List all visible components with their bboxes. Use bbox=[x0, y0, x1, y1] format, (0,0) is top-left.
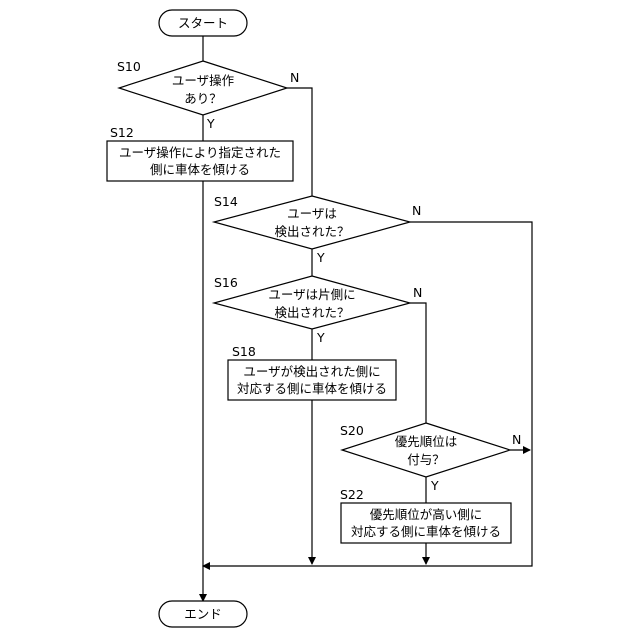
step-id-s12: S12 bbox=[110, 125, 134, 140]
start-label: スタート bbox=[178, 16, 228, 31]
end-terminal: エンド bbox=[159, 601, 247, 627]
end-label: エンド bbox=[184, 607, 222, 622]
branch-yes-s10: Y bbox=[206, 116, 215, 131]
decision-s20-line2: 付与？ bbox=[407, 452, 445, 467]
branch-yes-s20: Y bbox=[430, 478, 439, 493]
branch-no-s16: N bbox=[413, 285, 422, 300]
process-s18-line1: ユーザが検出された側に bbox=[243, 364, 380, 379]
process-s12-line1: ユーザ操作により指定された bbox=[119, 145, 281, 160]
start-terminal: スタート bbox=[159, 10, 247, 36]
decision-s14-line2: 検出された？ bbox=[274, 224, 349, 239]
decision-s10-line2: あり？ bbox=[184, 91, 222, 106]
decision-s16-line1: ユーザは片側に bbox=[268, 287, 355, 302]
decision-s20-line1: 優先順位は bbox=[395, 434, 458, 449]
branch-yes-s14: Y bbox=[316, 250, 325, 265]
decision-s14: S14 ユーザは 検出された？ N Y bbox=[214, 194, 421, 265]
process-s12-line2: 側に車体を傾ける bbox=[150, 162, 250, 177]
step-id-s14: S14 bbox=[214, 194, 238, 209]
decision-s10: S10 ユーザ操作 あり？ N Y bbox=[117, 59, 299, 131]
step-id-s18: S18 bbox=[232, 344, 256, 359]
process-s22-line2: 対応する側に車体を傾ける bbox=[351, 524, 501, 539]
step-id-s22: S22 bbox=[340, 487, 364, 502]
decision-s16: S16 ユーザは片側に 検出された？ N Y bbox=[214, 275, 422, 345]
decision-s10-line1: ユーザ操作 bbox=[172, 73, 235, 88]
step-id-s20: S20 bbox=[340, 423, 364, 438]
step-id-s10: S10 bbox=[117, 59, 141, 74]
branch-no-s20: N bbox=[512, 432, 521, 447]
decision-s16-line2: 検出された？ bbox=[274, 305, 349, 320]
process-s12: S12 ユーザ操作により指定された 側に車体を傾ける bbox=[107, 125, 293, 181]
branch-no-s14: N bbox=[412, 203, 421, 218]
branch-no-s10: N bbox=[290, 70, 299, 85]
process-s22-line1: 優先順位が高い側に bbox=[370, 507, 483, 522]
step-id-s16: S16 bbox=[214, 275, 238, 290]
decision-s14-line1: ユーザは bbox=[287, 206, 337, 221]
connector-s16-no bbox=[410, 303, 426, 423]
branch-yes-s16: Y bbox=[316, 330, 325, 345]
process-s18-line2: 対応する側に車体を傾ける bbox=[237, 381, 387, 396]
decision-s20: S20 優先順位は 付与？ N Y bbox=[340, 423, 521, 493]
